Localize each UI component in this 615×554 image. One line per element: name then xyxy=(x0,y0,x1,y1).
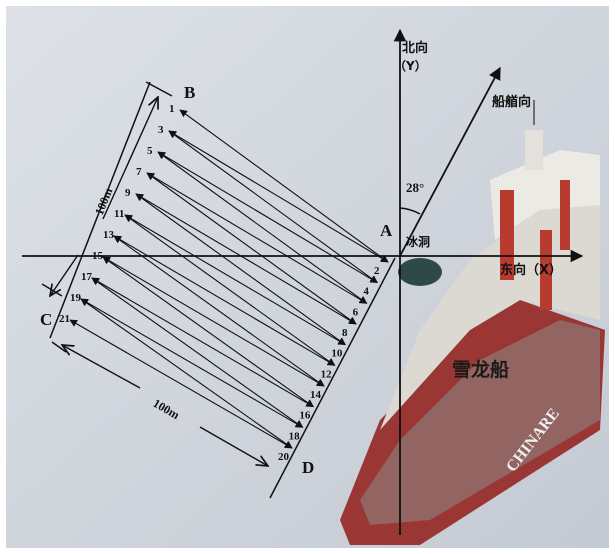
ship-bridge xyxy=(490,150,600,240)
ship-crane-3 xyxy=(560,180,570,250)
point-label-12: 12 xyxy=(321,368,333,380)
point-label-8: 8 xyxy=(342,327,348,339)
point-label-6: 6 xyxy=(353,306,359,318)
point-label-19: 19 xyxy=(70,292,82,304)
ship-crane-1 xyxy=(500,190,514,280)
point-b-label: B xyxy=(184,83,195,102)
ice-hole xyxy=(398,258,442,286)
point-a-label: A xyxy=(380,221,393,240)
point-label-20: 20 xyxy=(278,451,290,463)
point-label-18: 18 xyxy=(289,430,301,442)
point-label-2: 2 xyxy=(374,265,380,277)
dim-arrow-bc-down xyxy=(50,254,79,296)
heading-axis xyxy=(399,66,501,257)
point-label-15: 15 xyxy=(92,250,104,262)
point-c-label: C xyxy=(40,310,52,329)
point-label-13: 13 xyxy=(103,229,115,241)
dim-arrow-bc-up xyxy=(102,97,158,220)
point-label-9: 9 xyxy=(125,187,131,199)
transect-21-20 xyxy=(69,319,293,449)
point-label-1: 1 xyxy=(169,103,175,115)
point-label-21: 21 xyxy=(59,313,70,325)
point-label-16: 16 xyxy=(299,410,311,422)
east-label: 东向（X） xyxy=(500,262,562,278)
point-label-10: 10 xyxy=(331,348,343,360)
ship-mast xyxy=(525,130,543,170)
point-label-14: 14 xyxy=(310,389,322,401)
angle-arc xyxy=(399,207,421,215)
ice-hole-label: 冰洞 xyxy=(406,234,430,249)
point-label-7: 7 xyxy=(136,166,142,178)
point-label-17: 17 xyxy=(81,271,93,283)
ship-illustration: CHINARE xyxy=(340,100,605,545)
point-d-label: D xyxy=(302,458,314,477)
north-axis-label: （Y） xyxy=(394,58,427,73)
line-b-c xyxy=(49,81,151,339)
point-label-5: 5 xyxy=(147,145,153,157)
ship-deck-shadow xyxy=(360,320,600,525)
transect-lines xyxy=(69,109,389,449)
heading-label: 船艏向 xyxy=(492,94,531,110)
ship-crane-2 xyxy=(540,230,552,310)
tick-b xyxy=(145,81,173,97)
ship-name-label: 雪龙船 xyxy=(452,358,509,381)
point-label-4: 4 xyxy=(363,286,369,298)
point-label-3: 3 xyxy=(158,124,164,136)
north-label: 北向 xyxy=(402,40,428,56)
angle-label: 28° xyxy=(406,180,424,195)
line-a-d xyxy=(269,257,396,499)
point-label-11: 11 xyxy=(114,208,124,220)
